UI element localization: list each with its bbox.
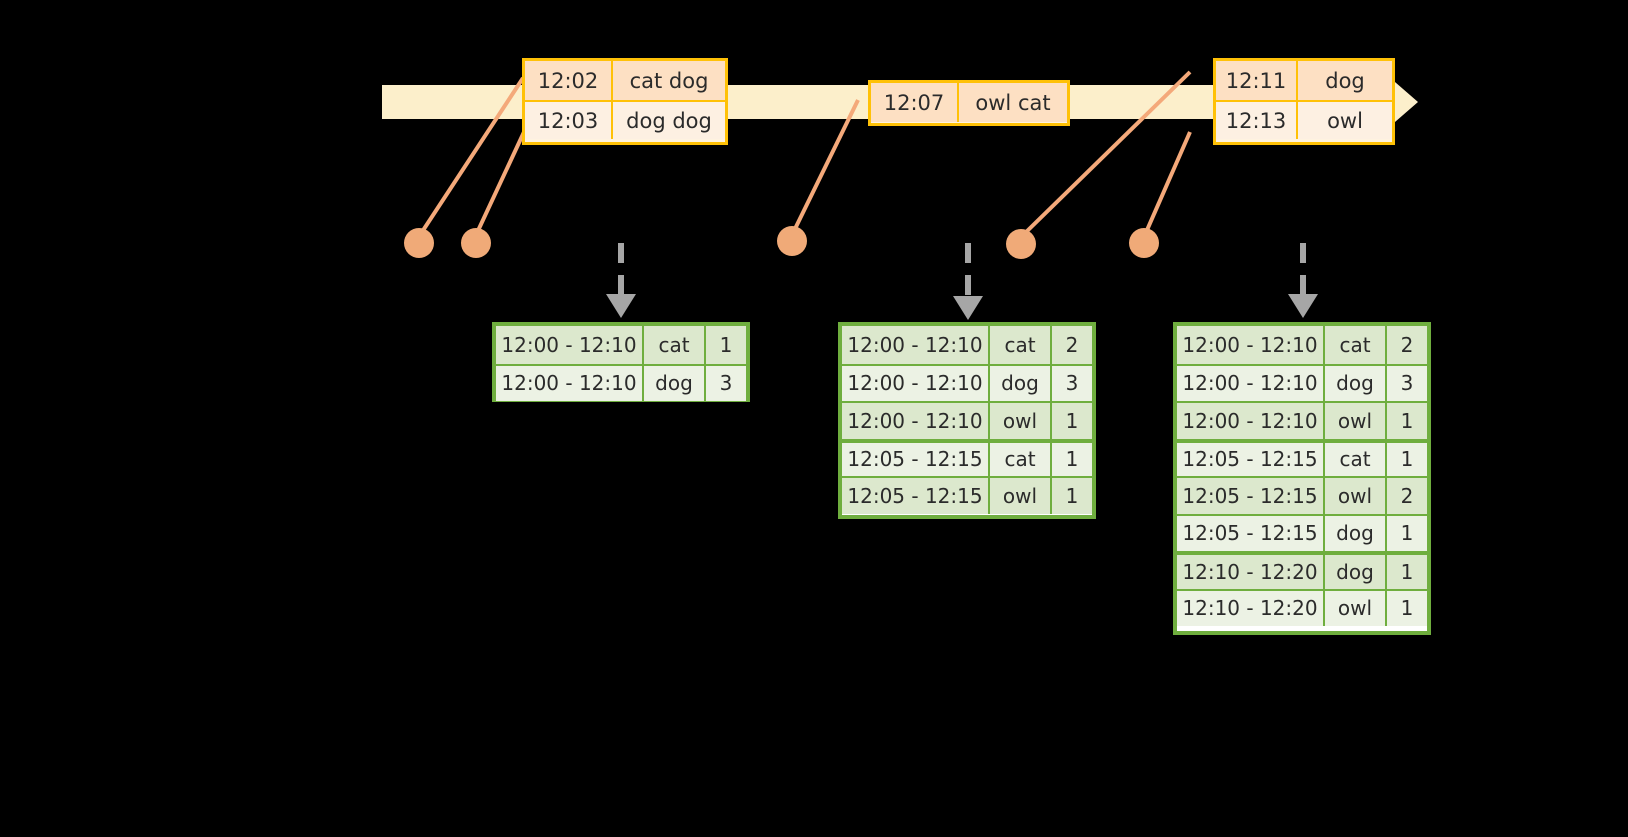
- result-table-1: 12:00 - 12:10 cat 1 12:00 - 12:10 dog 3: [492, 322, 750, 402]
- table-row: 12:05 - 12:15 owl 1: [842, 476, 1092, 514]
- cell-word: owl: [990, 478, 1052, 514]
- cell-word: owl: [1325, 403, 1387, 439]
- table-row: 12:00 - 12:10 cat 2: [1177, 326, 1427, 364]
- trigger-arrow-head-1: [606, 294, 636, 318]
- trigger-arrows: [618, 243, 1306, 298]
- cell-window: 12:05 - 12:15: [842, 442, 990, 476]
- result-table-3: 12:00 - 12:10 cat 2 12:00 - 12:10 dog 3 …: [1173, 322, 1431, 635]
- table-row: 12:05 - 12:15 dog 1: [1177, 513, 1427, 551]
- trigger-arrow-head-2: [953, 296, 983, 320]
- cell-window: 12:00 - 12:10: [842, 326, 990, 364]
- cell-count: 1: [1065, 408, 1079, 433]
- event-time: 12:13: [1216, 102, 1298, 139]
- event-dot-3: [777, 226, 807, 256]
- cell-window: 12:05 - 12:15: [1177, 442, 1325, 476]
- event-dot-5: [1129, 228, 1159, 258]
- event-time: 12:02: [525, 61, 613, 100]
- connector-line-2: [474, 131, 526, 236]
- cell-word: cat: [990, 442, 1052, 476]
- cell-window: 12:00 - 12:10: [496, 326, 644, 364]
- table-row: 12:10 - 12:20 owl 1: [1177, 588, 1427, 626]
- cell-count: 2: [1400, 483, 1414, 508]
- cell-word: cat: [1325, 442, 1387, 476]
- event-box-3: 12:11 dog 12:13 owl: [1213, 58, 1395, 145]
- trigger-arrow-head-3: [1288, 294, 1318, 318]
- table-row: 12:00 - 12:10 owl 1: [1177, 401, 1427, 439]
- result-table-2: 12:00 - 12:10 cat 2 12:00 - 12:10 dog 3 …: [838, 322, 1096, 519]
- table-row: 12:00 - 12:10 cat 1: [496, 326, 746, 364]
- event-time: 12:03: [525, 102, 613, 139]
- cell-count: 1: [1065, 483, 1079, 508]
- cell-window: 12:05 - 12:15: [1177, 478, 1325, 514]
- cell-word: dog: [644, 365, 706, 401]
- cell-count: 2: [1400, 332, 1414, 357]
- cell-word: dog: [990, 365, 1052, 401]
- cell-word: owl: [1325, 590, 1387, 626]
- event-dot-1: [404, 228, 434, 258]
- table-row: 12:00 - 12:10 dog 3: [842, 363, 1092, 401]
- event-words: dog: [1325, 68, 1365, 93]
- event-time: 12:07: [871, 83, 959, 122]
- cell-word: cat: [990, 326, 1052, 364]
- connector-line-1: [418, 76, 525, 237]
- event-box-2: 12:07 owl cat: [868, 80, 1070, 126]
- table-row: 12:05 - 12:15 cat 1: [1177, 438, 1427, 476]
- cell-word: cat: [644, 326, 706, 364]
- table-row: 12:00 - 12:10 dog 3: [1177, 363, 1427, 401]
- cell-window: 12:00 - 12:10: [842, 403, 990, 439]
- trigger-arrow-heads: [606, 294, 1318, 320]
- cell-count: 1: [1400, 408, 1414, 433]
- cell-count: 3: [1400, 371, 1414, 396]
- cell-window: 12:00 - 12:10: [1177, 365, 1325, 401]
- cell-word: owl: [1325, 478, 1387, 514]
- table-row: 12:00 - 12:10 dog 3: [496, 363, 746, 401]
- cell-count: 3: [719, 371, 733, 396]
- cell-window: 12:10 - 12:20: [1177, 590, 1325, 626]
- table-row: 12:00 - 12:10 owl 1: [842, 401, 1092, 439]
- table-row: 12:10 - 12:20 dog 1: [1177, 551, 1427, 589]
- event-time: 12:11: [1216, 61, 1298, 100]
- cell-window: 12:05 - 12:15: [842, 478, 990, 514]
- event-row: 12:07 owl cat: [871, 83, 1067, 122]
- cell-word: dog: [1325, 555, 1387, 589]
- table-row: 12:05 - 12:15 owl 2: [1177, 476, 1427, 514]
- event-dot-2: [461, 228, 491, 258]
- event-dots: [404, 226, 1159, 259]
- cell-count: 1: [1400, 559, 1414, 584]
- event-dot-4: [1006, 229, 1036, 259]
- cell-count: 1: [719, 332, 733, 357]
- event-row: 12:03 dog dog: [525, 100, 725, 139]
- cell-word: cat: [1325, 326, 1387, 364]
- event-box-1: 12:02 cat dog 12:03 dog dog: [522, 58, 728, 145]
- cell-window: 12:00 - 12:10: [1177, 326, 1325, 364]
- cell-count: 1: [1400, 521, 1414, 546]
- cell-window: 12:00 - 12:10: [1177, 403, 1325, 439]
- event-words: owl: [1327, 108, 1363, 133]
- connector-line-3: [790, 99, 860, 236]
- event-words: dog dog: [626, 108, 712, 133]
- event-row: 12:02 cat dog: [525, 61, 725, 100]
- connector-line-5: [1142, 131, 1192, 238]
- cell-count: 1: [1065, 447, 1079, 472]
- cell-window: 12:00 - 12:10: [842, 365, 990, 401]
- cell-count: 2: [1065, 332, 1079, 357]
- cell-word: owl: [990, 403, 1052, 439]
- cell-word: dog: [1325, 515, 1387, 551]
- event-words: cat dog: [629, 68, 709, 93]
- cell-count: 3: [1065, 371, 1079, 396]
- event-row: 12:13 owl: [1216, 100, 1392, 139]
- cell-count: 1: [1400, 447, 1414, 472]
- event-words: owl cat: [975, 90, 1051, 115]
- cell-word: dog: [1325, 365, 1387, 401]
- cell-window: 12:05 - 12:15: [1177, 515, 1325, 551]
- cell-window: 12:10 - 12:20: [1177, 555, 1325, 589]
- event-row: 12:11 dog: [1216, 61, 1392, 100]
- cell-window: 12:00 - 12:10: [496, 365, 644, 401]
- table-row: 12:00 - 12:10 cat 2: [842, 326, 1092, 364]
- cell-count: 1: [1400, 596, 1414, 621]
- table-row: 12:05 - 12:15 cat 1: [842, 438, 1092, 476]
